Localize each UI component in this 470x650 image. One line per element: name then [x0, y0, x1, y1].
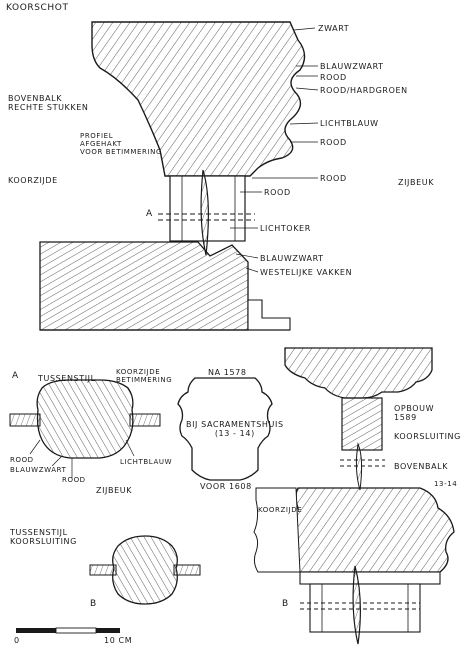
label-westelijke-vakken: WESTELIJKE VAKKEN [260, 268, 353, 277]
label-voor-1608: VOOR 1608 [200, 482, 252, 491]
label-bovenbalk-rechte-stukken: BOVENBALK RECHTE STUKKEN [8, 94, 89, 112]
sacramentshuis-profile [177, 377, 273, 481]
opbouw-cap [284, 347, 433, 399]
label-opbouw-1589: OPBOUW 1589 [394, 404, 435, 422]
label-lichtblauw-a: LICHTBLAUW [120, 458, 173, 466]
detail-b-section [89, 535, 201, 605]
title-koorschot: KOORSCHOT [6, 3, 69, 13]
label-blauwzwart-a: BLAUWZWART [10, 466, 67, 474]
label-blauwzwart-2: BLAUWZWART [260, 254, 324, 263]
marker-a-detail: A [12, 371, 19, 381]
label-rood-1: ROOD [320, 73, 347, 82]
label-na-1578: NA 1578 [208, 368, 247, 377]
label-tussenstijl-a: TUSSENSTIJL [38, 374, 96, 383]
label-blauwzwart-top: BLAUWZWART [320, 62, 384, 71]
detail-a-stile [36, 379, 134, 459]
label-koorsluiting: KOORSLUITING [394, 432, 461, 441]
upper-beam-profile [91, 21, 306, 177]
label-profiel-afgehakt: PROFIEL AFGEHAKT VOOR BETIMMERING [80, 132, 163, 156]
scale-start-label: 0 [14, 636, 20, 645]
label-lichtblauw-top: LICHTBLAUW [320, 119, 379, 128]
label-rood-a1: ROOD [10, 456, 34, 464]
section-line-a [158, 213, 255, 221]
detail-a-section [9, 379, 161, 478]
label-rood-a2: ROOD [62, 476, 86, 484]
opbouw-post [341, 397, 383, 451]
middle-profile-outline [177, 377, 273, 481]
label-tussenstijl-koorsluiting: TUSSENSTIJL KOORSLUITING [10, 528, 77, 546]
lower-dowel [352, 565, 361, 645]
label-bays-13-14: 13-14 [434, 480, 458, 488]
label-zijbeuk-a: ZIJBEUK [96, 486, 133, 495]
top-profile-section [39, 21, 319, 331]
label-bij-sacramentshuis: BIJ SACRAMENTSHUIS (13 - 14) [186, 420, 284, 438]
lower-rail [39, 241, 249, 331]
label-lichtoker: LICHTOKER [260, 224, 311, 233]
label-koorzijde-betimmering: KOORZIJDE BETIMMERING [116, 368, 173, 384]
label-bovenbalk-right: BOVENBALK [394, 462, 449, 471]
scale-bar [16, 627, 120, 634]
label-rood-3: ROOD [320, 174, 347, 183]
label-rood-hardgroen: ROOD/HARDGROEN [320, 86, 408, 95]
label-rood-4: ROOD [264, 188, 291, 197]
label-koorzijde-right: KOORZIJDE [258, 506, 303, 514]
marker-a-top: A [146, 209, 153, 219]
label-rood-2: ROOD [320, 138, 347, 147]
detail-b-stile [112, 535, 178, 605]
right-column-section [253, 347, 455, 645]
scale-end-label: 10 CM [104, 636, 133, 645]
marker-b-detail: B [90, 599, 97, 609]
label-zijbeuk-top: ZIJBEUK [398, 178, 435, 187]
label-koorzijde-top: KOORZIJDE [8, 176, 58, 185]
bovenbalk-profile [283, 487, 455, 573]
marker-b-right: B [282, 599, 289, 609]
label-zwart: ZWART [318, 24, 350, 33]
